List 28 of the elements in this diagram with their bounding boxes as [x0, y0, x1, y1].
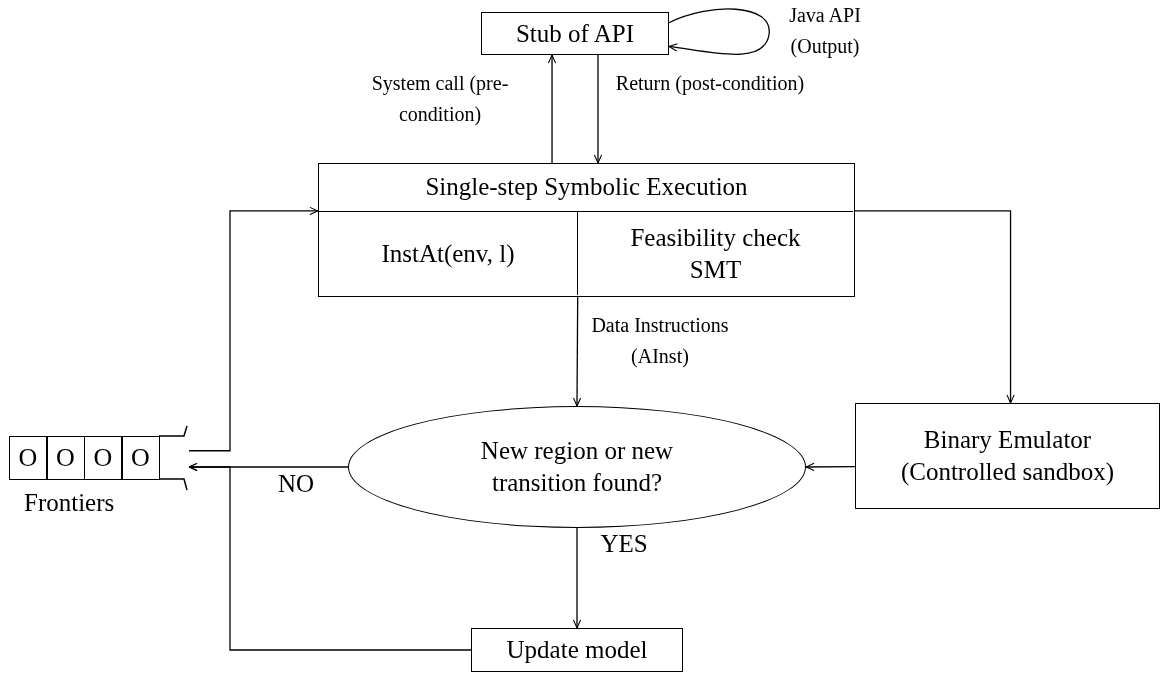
frontier-queue: [9, 425, 189, 491]
process-box: [318, 163, 855, 297]
arrow: [805, 462, 856, 472]
arrow: [668, 8, 770, 55]
box-text: New region or new transition found?: [479, 436, 675, 498]
queue-slot: O: [121, 436, 160, 480]
queue-slot: O: [46, 436, 85, 480]
process-box: [481, 12, 669, 55]
queue-slot: O: [84, 436, 122, 480]
box-text: Stub of API: [515, 18, 635, 49]
process-box: [577, 211, 853, 295]
process-box: [471, 628, 683, 672]
arrow: [572, 527, 582, 629]
arrow: [188, 206, 319, 452]
box-text: (Controlled sandbox): [900, 457, 1115, 488]
box-heading: Single-step Symbolic Execution: [424, 172, 749, 202]
box-text: InstAt(env, l): [381, 238, 515, 270]
queue-slot: O: [9, 436, 47, 480]
box-text: Update model: [506, 635, 648, 665]
process-box: [855, 403, 1160, 509]
arrow: [572, 296, 582, 407]
arrow: [547, 54, 557, 164]
arrow: [188, 462, 472, 651]
box-text: Feasibility check: [630, 222, 801, 253]
arrow: [593, 54, 603, 164]
box-text: SMT: [689, 254, 742, 285]
box-text: Binary Emulator: [923, 425, 1092, 455]
arrow: [854, 210, 1015, 404]
